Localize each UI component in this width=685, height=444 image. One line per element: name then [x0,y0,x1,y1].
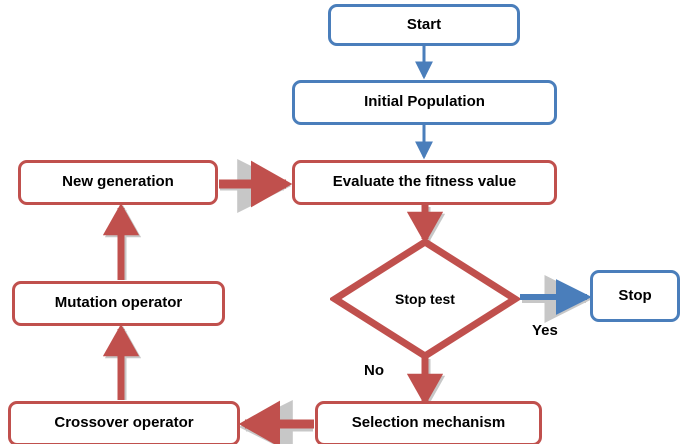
node-stop[interactable]: Stop [590,270,680,322]
node-evaluate-fitness[interactable]: Evaluate the fitness value [292,160,557,205]
node-initial-population-label: Initial Population [364,93,485,111]
node-stop-label: Stop [618,286,652,304]
node-initial-population[interactable]: Initial Population [292,80,557,125]
node-mutation-operator-label: Mutation operator [54,294,183,312]
node-stop-test-label: Stop test [395,291,455,307]
node-start[interactable]: Start [328,4,520,46]
node-new-generation[interactable]: New generation [18,160,218,205]
diamond-shape [330,237,520,361]
node-mutation-operator[interactable]: Mutation operator [12,281,225,326]
node-selection-mechanism[interactable]: Selection mechanism [315,401,542,444]
node-start-label: Start [406,15,442,33]
edge-label-no: No [364,362,384,379]
node-crossover-operator-label: Crossover operator [54,414,194,432]
node-evaluate-fitness-label: Evaluate the fitness value [332,173,517,191]
node-new-generation-label: New generation [62,173,174,191]
node-crossover-operator[interactable]: Crossover operator [8,401,240,444]
edge-label-yes: Yes [532,322,558,339]
node-selection-mechanism-label: Selection mechanism [351,414,506,432]
node-stop-test[interactable]: Stop test [330,237,520,361]
